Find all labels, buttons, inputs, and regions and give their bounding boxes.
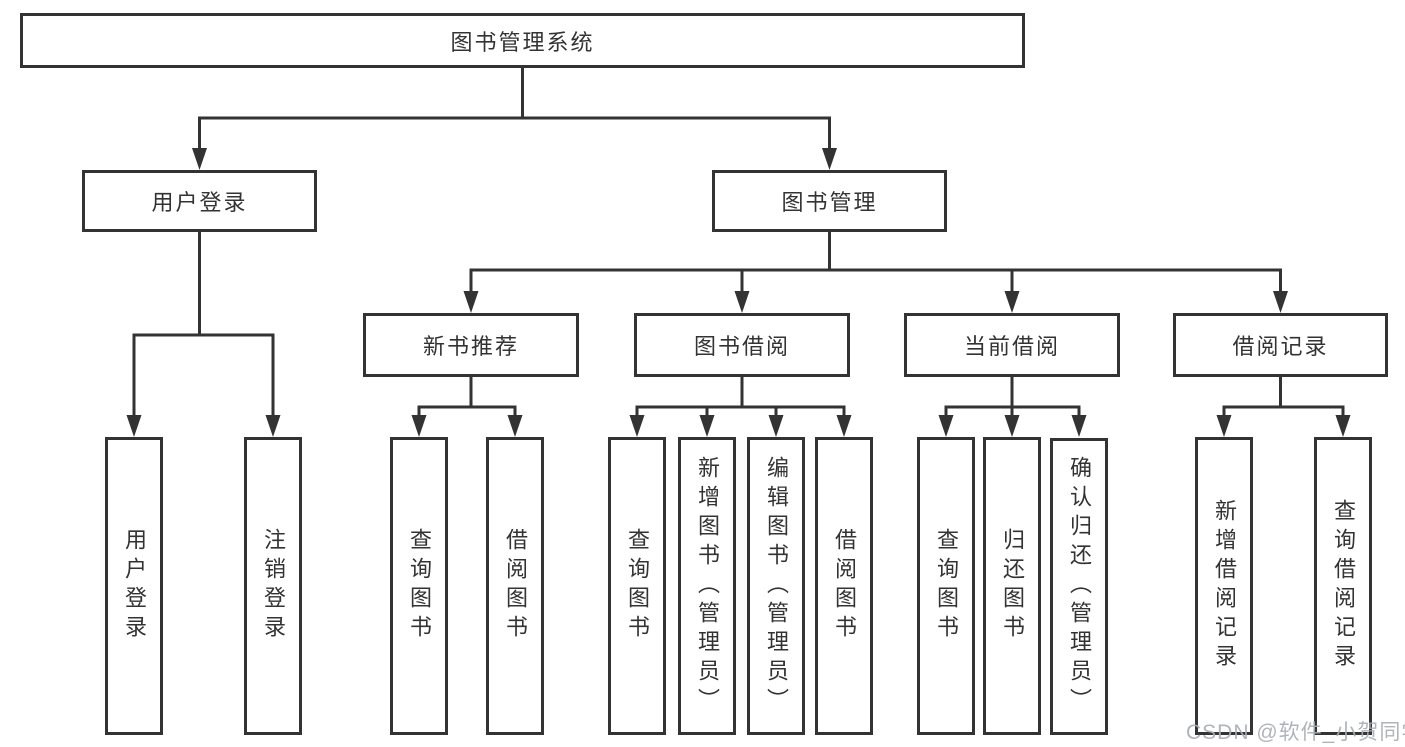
csdn-watermark: CSDN @软件_小贺同学: [1186, 721, 1405, 744]
node-root-system: 图书管理系统: [20, 13, 1025, 68]
leaf-user-login: 用户登录: [105, 437, 163, 735]
leaf-add-borrow-record: 新增借阅记录: [1195, 437, 1253, 735]
node-book-management: 图书管理: [712, 170, 947, 232]
leaf-query-books-current: 查询图书: [917, 437, 975, 735]
node-book-borrow: 图书借阅: [634, 313, 850, 377]
leaf-edit-book-admin: 编辑图书（管理员）: [747, 437, 805, 735]
node-new-book-recommend: 新书推荐: [363, 313, 579, 377]
leaf-query-borrow-record: 查询借阅记录: [1314, 437, 1372, 735]
leaf-logout: 注销登录: [244, 437, 302, 735]
leaf-confirm-return-admin: 确认归还（管理员）: [1050, 438, 1108, 735]
leaf-query-books-borrow: 查询图书: [608, 437, 666, 735]
leaf-borrow-books: 借阅图书: [815, 437, 873, 735]
arrowhead-icons: [126, 148, 1351, 437]
leaf-borrow-books-recommend: 借阅图书: [486, 437, 544, 735]
node-current-borrow: 当前借阅: [904, 313, 1120, 377]
leaf-query-books-recommend: 查询图书: [390, 437, 448, 735]
node-user-login: 用户登录: [82, 170, 317, 232]
leaf-add-book-admin: 新增图书（管理员）: [678, 437, 736, 735]
leaf-return-book: 归还图书: [983, 437, 1041, 735]
node-borrow-records: 借阅记录: [1173, 313, 1388, 377]
